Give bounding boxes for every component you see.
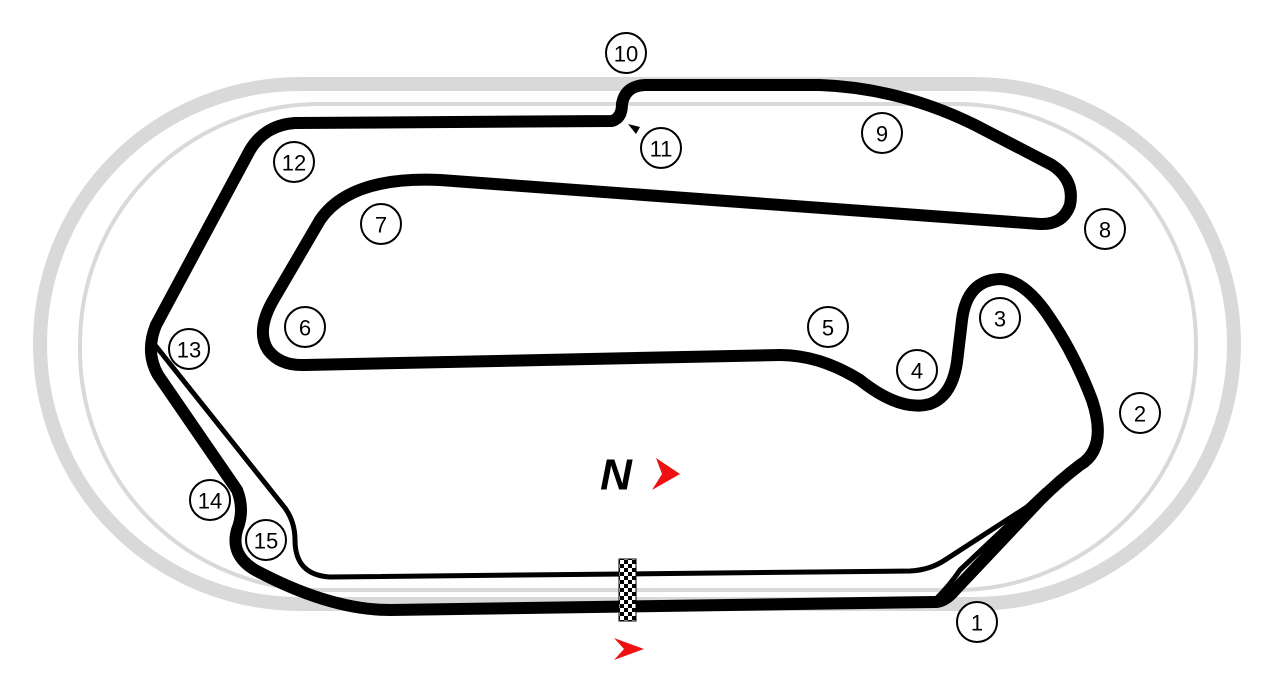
- turn-marker-2: 2: [1119, 392, 1161, 434]
- turn-11-arrow-icon: [628, 124, 640, 134]
- turn-label: 4: [911, 359, 923, 384]
- turn-marker-11: 11: [640, 127, 682, 169]
- turn-marker-12: 12: [273, 141, 315, 183]
- turn-label: 12: [282, 151, 306, 176]
- turn-label: 8: [1099, 218, 1111, 243]
- turn-label: 7: [375, 213, 387, 238]
- turn-marker-14: 14: [189, 479, 231, 521]
- turn-marker-15: 15: [245, 519, 287, 561]
- turn-marker-9: 9: [861, 112, 903, 154]
- turn-label: 6: [299, 316, 311, 341]
- turn-label: 1: [971, 611, 983, 636]
- turn-marker-13: 13: [168, 328, 210, 370]
- turn-marker-3: 3: [979, 297, 1021, 339]
- turn-marker-5: 5: [807, 306, 849, 348]
- north-label: N: [600, 451, 633, 500]
- north-indicator: N: [600, 451, 680, 500]
- turn-marker-1: 1: [956, 601, 998, 643]
- infield-road: [152, 342, 1033, 580]
- turn-label: 15: [254, 529, 278, 554]
- turn-marker-10: 10: [605, 32, 647, 74]
- start-finish-line: [618, 558, 637, 622]
- turn-label: 13: [177, 338, 201, 363]
- oval-inner: [78, 102, 1198, 592]
- turn-label: 11: [650, 137, 673, 162]
- turn-marker-7: 7: [360, 203, 402, 245]
- turn-markers: 1 2 3 4 5 6 7 8: [168, 32, 1161, 643]
- turn-label: 14: [198, 489, 222, 514]
- turn-label: 9: [876, 122, 888, 147]
- turn-marker-8: 8: [1084, 208, 1126, 250]
- turn-marker-6: 6: [284, 306, 326, 348]
- turn-label: 3: [994, 307, 1006, 332]
- turn-label: 5: [822, 316, 834, 341]
- direction-arrow-icon: [614, 638, 644, 660]
- turn-label: 2: [1134, 402, 1146, 427]
- turn-label: 10: [614, 42, 638, 67]
- north-arrow-icon: [652, 458, 680, 490]
- circuit-track: [145, 79, 1104, 616]
- turn-marker-4: 4: [896, 349, 938, 391]
